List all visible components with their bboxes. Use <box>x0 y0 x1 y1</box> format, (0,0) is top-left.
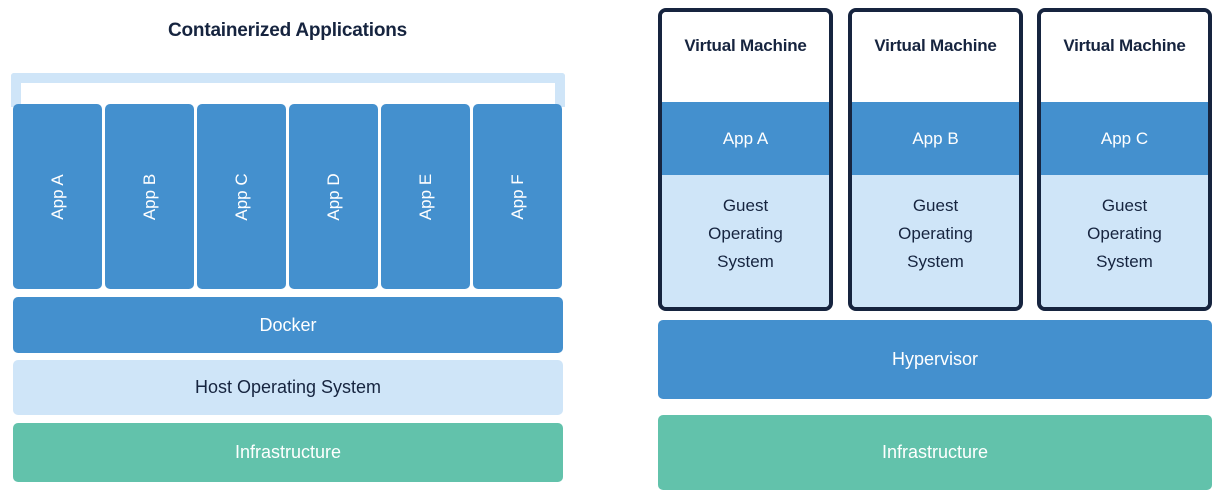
app-label: App C <box>231 172 251 221</box>
page-title: Containerized Applications <box>167 20 407 41</box>
app-label: App B <box>139 173 159 220</box>
app-label: App D <box>323 172 343 221</box>
host-os-layer[interactable]: Host Operating System <box>13 360 563 415</box>
vm-title: Virtual Machine <box>662 12 829 102</box>
vm-title: Virtual Machine <box>852 12 1019 102</box>
app-label: App E <box>415 173 435 220</box>
app-container-b[interactable]: App B <box>105 104 194 289</box>
vm-app-label: App C <box>1041 102 1208 175</box>
containers-diagram: Containerized Applications App A App B A… <box>0 0 600 501</box>
containerized-apps-bracket <box>11 73 565 107</box>
hypervisor-layer[interactable]: Hypervisor <box>658 320 1212 399</box>
vm-app-label: App A <box>662 102 829 175</box>
app-container-f[interactable]: App F <box>473 104 562 289</box>
app-container-a[interactable]: App A <box>13 104 102 289</box>
vm-title: Virtual Machine <box>1041 12 1208 102</box>
infrastructure-layer[interactable]: Infrastructure <box>13 423 563 482</box>
app-label: App A <box>47 173 67 220</box>
app-container-c[interactable]: App C <box>197 104 286 289</box>
infrastructure-layer[interactable]: Infrastructure <box>658 415 1212 490</box>
docker-layer[interactable]: Docker <box>13 297 563 353</box>
app-label: App F <box>507 173 527 220</box>
vm-app-label: App B <box>852 102 1019 175</box>
app-container-e[interactable]: App E <box>381 104 470 289</box>
app-container-d[interactable]: App D <box>289 104 378 289</box>
